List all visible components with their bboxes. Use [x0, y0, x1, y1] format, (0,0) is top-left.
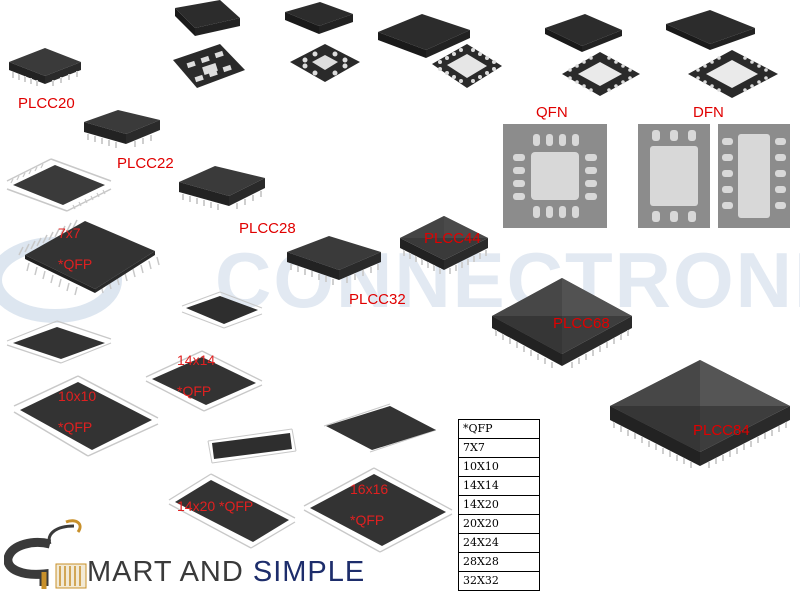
dfn-top-view-b	[718, 124, 790, 228]
chip-qfp-flat	[323, 403, 437, 453]
table-row: 14X20	[458, 495, 540, 515]
logo-text-part2: SIMPLE	[252, 556, 366, 588]
logo-s-icon	[4, 519, 87, 589]
chip-plcc44	[400, 216, 488, 274]
chip-qfp-14x20	[168, 473, 296, 549]
label-qfp-16x16-type: *QFP	[350, 512, 385, 528]
table-row: 28X28	[458, 552, 540, 572]
table-row: 10X10	[458, 457, 540, 477]
chip-qfp-small-2	[181, 291, 263, 329]
qfp-size-table: *QFP 7X7 10X10 14X14 14X20 20X20 24X24 2…	[458, 419, 540, 591]
logo-text-part1: MART AND	[87, 556, 253, 588]
chip-qfp-14x14	[145, 350, 263, 412]
label-qfp-7x7-type: *QFP	[58, 256, 93, 272]
label-qfp-16x16-size: 16x16	[350, 481, 389, 497]
table-cell: 24X24	[458, 533, 540, 553]
chip-dfn-top	[173, 0, 245, 88]
table-cell: *QFP	[458, 419, 540, 439]
label-plcc32: PLCC32	[349, 291, 406, 308]
label-plcc22: PLCC22	[117, 155, 174, 172]
chip-plcc20	[9, 48, 81, 86]
chip-qfp-small-1	[6, 158, 112, 212]
label-qfp-14x14-type: *QFP	[177, 383, 212, 399]
chip-qfp-thin	[207, 428, 297, 464]
label-qfp-14x20: 14x20 *QFP	[177, 498, 254, 514]
table-cell: 20X20	[458, 514, 540, 534]
chip-qfp-7x7	[18, 219, 160, 296]
table-cell: 7X7	[458, 438, 540, 458]
table-cell: 28X28	[458, 552, 540, 572]
chip-plcc84	[610, 360, 790, 468]
table-row: *QFP	[458, 419, 540, 439]
chip-plcc28	[179, 166, 265, 210]
table-cell: 14X14	[458, 476, 540, 496]
table-row: 20X20	[458, 514, 540, 534]
table-row: 14X14	[458, 476, 540, 496]
logo-text: MART AND SIMPLE	[87, 556, 365, 589]
chip-qfp-16x16	[303, 467, 453, 553]
chip-qfn32-top	[545, 14, 640, 96]
label-plcc44: PLCC44	[424, 230, 481, 247]
label-qfp-10x10-type: *QFP	[58, 419, 93, 435]
qfn-top-view	[503, 124, 607, 228]
chip-plcc68	[492, 278, 632, 368]
brand-logo: MART AND SIMPLE	[4, 514, 389, 594]
label-plcc84: PLCC84	[693, 422, 750, 439]
chip-qfn48-top	[666, 10, 778, 98]
chip-plcc32	[287, 236, 381, 285]
table-cell: 14X20	[458, 495, 540, 515]
table-row: 24X24	[458, 533, 540, 553]
chip-qfp-small-3	[6, 320, 112, 364]
chip-qfp-10x10	[13, 375, 159, 457]
table-row: 32X32	[458, 571, 540, 591]
table-cell: 32X32	[458, 571, 540, 591]
table-row: 7X7	[458, 438, 540, 458]
label-dfn: DFN	[693, 104, 724, 121]
chip-qfn16-top	[285, 2, 360, 82]
label-plcc68: PLCC68	[553, 315, 610, 332]
label-qfp-7x7-size: 7x7	[58, 225, 81, 241]
label-plcc28: PLCC28	[239, 220, 296, 237]
label-qfp-14x14-size: 14x14	[177, 352, 216, 368]
chip-plcc22	[84, 110, 160, 148]
label-qfp-10x10-size: 10x10	[58, 388, 97, 404]
label-qfn: QFN	[536, 104, 568, 121]
table-cell: 10X10	[458, 457, 540, 477]
label-plcc20: PLCC20	[18, 95, 75, 112]
dfn-top-view-a	[638, 124, 710, 228]
chip-qfn28-top	[378, 14, 502, 88]
